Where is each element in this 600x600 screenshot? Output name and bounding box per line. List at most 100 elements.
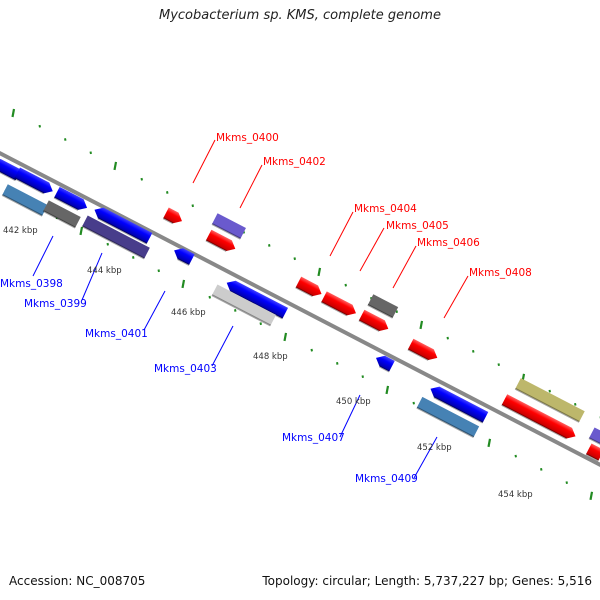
gene-mkms-0409[interactable] [416, 396, 480, 438]
gene-shadow-edge [514, 387, 580, 423]
gene-purple[interactable] [212, 213, 246, 239]
gene-label[interactable]: Mkms_0407 [282, 432, 345, 444]
leader-line [192, 139, 216, 184]
minor-tick [310, 348, 313, 352]
minor-tick [234, 309, 237, 312]
gene-steelblue[interactable] [2, 184, 48, 216]
minor-tick [336, 362, 339, 365]
minor-tick [259, 322, 262, 326]
leader-line [359, 227, 385, 272]
minor-tick [140, 177, 143, 181]
minor-tick [132, 256, 135, 259]
minor-tick [565, 481, 568, 485]
gene-shadow-edge [358, 319, 380, 332]
gene-shadow-edge [1, 194, 43, 217]
minor-tick [157, 269, 160, 273]
gene-blue-452[interactable] [428, 383, 489, 423]
minor-tick [540, 467, 543, 471]
gene-shadow-edge [416, 406, 475, 438]
gene-shadow-edge [81, 225, 145, 260]
minor-tick [191, 204, 194, 208]
gene-label[interactable]: Mkms_0405 [386, 220, 449, 232]
leader-line [239, 164, 263, 209]
gene-mkms-0406[interactable] [367, 294, 399, 318]
gene-label[interactable]: Mkms_0401 [85, 328, 148, 340]
tick-row-reverse [4, 189, 594, 501]
gene-mkms-0400[interactable] [163, 207, 185, 227]
minor-tick [344, 283, 347, 287]
gene-shadow-edge [53, 196, 79, 211]
major-tick [11, 108, 16, 118]
gene-mkms-0405[interactable] [321, 291, 358, 318]
tick-label: 452 kbp [417, 443, 452, 453]
gene-label[interactable]: Mkms_0399 [24, 298, 87, 310]
gene-label[interactable]: Mkms_0404 [354, 203, 417, 215]
gene-mkms-0403-gray[interactable] [211, 284, 277, 326]
gene-mkms-0401[interactable] [171, 245, 195, 265]
gene-label[interactable]: Mkms_0398 [0, 278, 63, 290]
minor-tick [514, 454, 517, 458]
gene-mkms-0403[interactable] [224, 277, 289, 319]
leader-line [413, 436, 438, 479]
gene-label[interactable]: Mkms_0403 [154, 363, 217, 375]
gene-mkms-0408[interactable] [407, 338, 440, 363]
gene-mkms-0399-product[interactable] [82, 215, 150, 259]
gene-mkms-0404[interactable] [295, 276, 325, 300]
gene-khaki[interactable] [515, 378, 585, 422]
minor-tick [361, 375, 364, 379]
gene-shadow-edge [211, 223, 241, 240]
gene-mkms-0405b[interactable] [358, 309, 391, 334]
major-tick [79, 226, 84, 236]
leader-line [32, 235, 54, 277]
leader-line [329, 211, 354, 257]
gene-mkms-0397[interactable] [0, 156, 22, 181]
tick-label: 442 kbp [3, 226, 38, 236]
major-tick [283, 332, 288, 342]
minor-tick [472, 349, 475, 353]
gene-shadow-edge [14, 177, 45, 195]
minor-tick [293, 257, 296, 261]
minor-tick [64, 138, 67, 141]
gene-label[interactable]: Mkms_0406 [417, 237, 480, 249]
gene-mkms-0402[interactable] [205, 229, 238, 254]
tick-label: 446 kbp [171, 308, 206, 318]
gene-shadow-edge [295, 286, 314, 297]
tick-label: 448 kbp [253, 352, 288, 362]
minor-tick [38, 124, 41, 128]
gene-shadow-edge [433, 396, 484, 424]
minor-tick [268, 244, 271, 247]
gene-purple-edge[interactable] [589, 427, 600, 445]
minor-tick [166, 191, 169, 194]
gene-red-long[interactable] [501, 394, 579, 442]
tick-label: 444 kbp [87, 266, 122, 276]
gene-shadow-edge [211, 294, 271, 327]
gene-label[interactable]: Mkms_0402 [263, 156, 326, 168]
leader-line [392, 245, 417, 289]
minor-tick [497, 363, 500, 367]
gene-label[interactable]: Mkms_0409 [355, 473, 418, 485]
leader-line [81, 252, 103, 301]
gene-shadow-edge [585, 453, 599, 462]
major-tick [113, 161, 118, 171]
major-tick [181, 279, 186, 289]
gene-mkms-0398b[interactable] [54, 186, 90, 213]
gene-label[interactable]: Mkms_0408 [469, 267, 532, 279]
major-tick [317, 267, 322, 277]
gene-mkms-0407[interactable] [373, 353, 395, 372]
gene-shadow-edge [588, 437, 600, 446]
gene-label[interactable]: Mkms_0400 [216, 132, 279, 144]
gene-gray[interactable] [43, 200, 81, 228]
genome-summary-text: Topology: circular; Length: 5,737,227 bp… [262, 574, 592, 588]
leader-line [211, 325, 234, 367]
gene-shadow-edge [407, 348, 429, 361]
gene-mkms-0398[interactable] [14, 167, 55, 196]
gene-red-edge[interactable] [586, 443, 600, 461]
minor-tick [89, 151, 92, 155]
minor-tick [574, 402, 577, 406]
gene-mkms-0399[interactable] [92, 204, 153, 244]
leader-line [443, 275, 469, 319]
major-tick [419, 320, 424, 330]
gene-shadow-edge [367, 303, 394, 319]
minor-tick [208, 295, 211, 299]
